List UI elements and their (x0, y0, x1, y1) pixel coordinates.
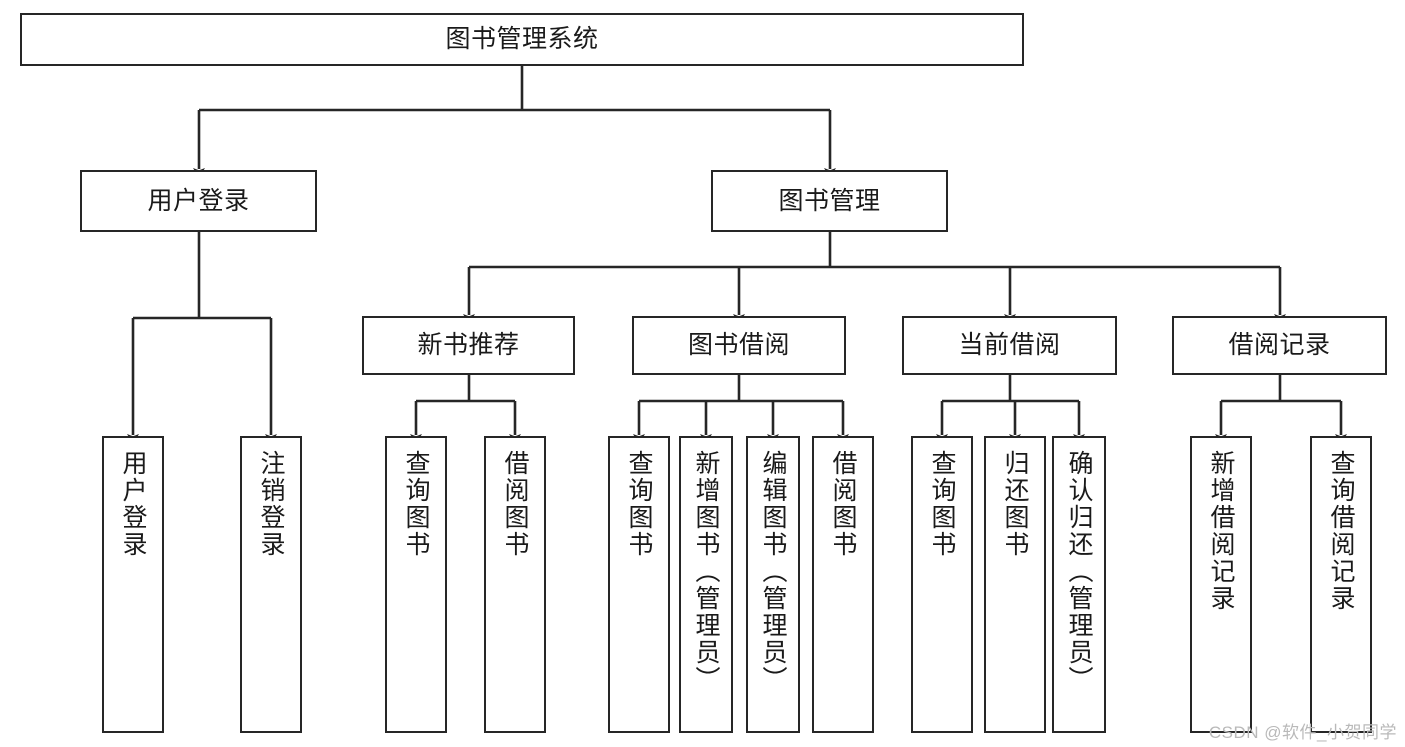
node-leaf-logout-login[interactable]: 注销登录 (240, 436, 302, 733)
node-current-borrow[interactable]: 当前借阅 (902, 316, 1117, 375)
node-leaf-add-book-admin-label: 新增图书（管理员） (692, 450, 720, 693)
node-root-label: 图书管理系统 (445, 25, 599, 53)
node-leaf-logout-login-label: 注销登录 (257, 450, 285, 558)
node-leaf-query-book-1-label: 查询图书 (402, 450, 430, 558)
node-leaf-add-book-admin[interactable]: 新增图书（管理员） (679, 436, 733, 733)
node-leaf-user-login[interactable]: 用户登录 (102, 436, 164, 733)
node-leaf-return-book-label: 归还图书 (1001, 450, 1029, 558)
node-leaf-edit-book-admin[interactable]: 编辑图书（管理员） (746, 436, 800, 733)
node-borrow-record[interactable]: 借阅记录 (1172, 316, 1387, 375)
node-user-login-label: 用户登录 (147, 186, 250, 215)
node-book-manage-label: 图书管理 (778, 186, 881, 215)
node-leaf-borrow-book-1-label: 借阅图书 (501, 450, 529, 558)
node-leaf-add-borrow-record[interactable]: 新增借阅记录 (1190, 436, 1252, 733)
node-leaf-return-book[interactable]: 归还图书 (984, 436, 1046, 733)
node-new-book-recommend[interactable]: 新书推荐 (362, 316, 575, 375)
node-book-borrow-label: 图书借阅 (687, 331, 790, 359)
node-user-login[interactable]: 用户登录 (80, 170, 317, 232)
node-leaf-add-borrow-record-label: 新增借阅记录 (1207, 450, 1235, 612)
node-current-borrow-label: 当前借阅 (958, 331, 1061, 359)
csdn-watermark: CSDN @软件_小贺同学 (1208, 723, 1397, 742)
node-new-book-recommend-label: 新书推荐 (417, 331, 520, 359)
node-leaf-borrow-book-1[interactable]: 借阅图书 (484, 436, 546, 733)
node-leaf-query-book-1[interactable]: 查询图书 (385, 436, 447, 733)
node-leaf-query-book-2[interactable]: 查询图书 (608, 436, 670, 733)
node-leaf-borrow-book-2-label: 借阅图书 (829, 450, 857, 558)
node-root[interactable]: 图书管理系统 (20, 13, 1024, 66)
node-leaf-confirm-return-admin[interactable]: 确认归还（管理员） (1052, 436, 1106, 733)
node-leaf-query-book-3[interactable]: 查询图书 (911, 436, 973, 733)
node-leaf-query-borrow-record[interactable]: 查询借阅记录 (1310, 436, 1372, 733)
node-leaf-query-book-3-label: 查询图书 (928, 450, 956, 558)
node-borrow-record-label: 借阅记录 (1228, 331, 1331, 359)
node-book-manage[interactable]: 图书管理 (711, 170, 948, 232)
node-leaf-borrow-book-2[interactable]: 借阅图书 (812, 436, 874, 733)
node-leaf-confirm-return-admin-label: 确认归还（管理员） (1065, 450, 1093, 693)
node-leaf-user-login-label: 用户登录 (119, 450, 147, 558)
node-leaf-query-book-2-label: 查询图书 (625, 450, 653, 558)
node-leaf-edit-book-admin-label: 编辑图书（管理员） (759, 450, 787, 693)
node-book-borrow[interactable]: 图书借阅 (632, 316, 846, 375)
node-leaf-query-borrow-record-label: 查询借阅记录 (1327, 450, 1355, 612)
